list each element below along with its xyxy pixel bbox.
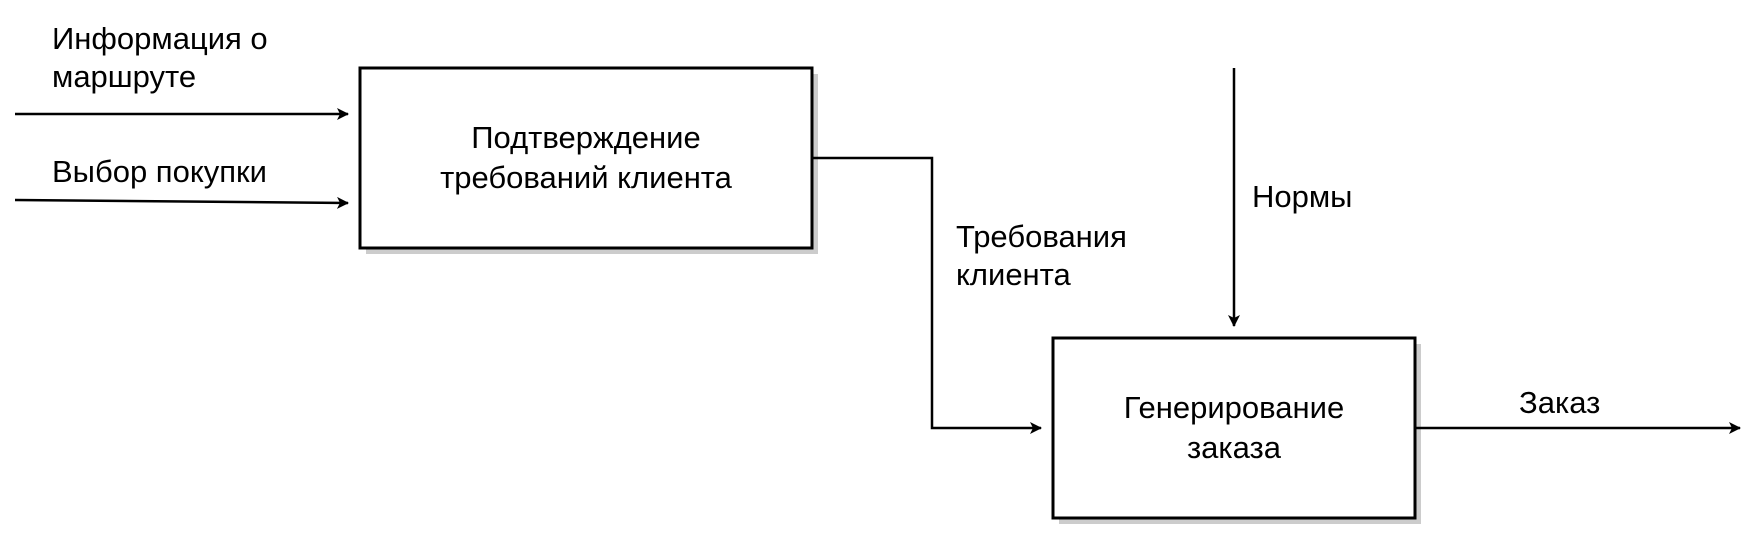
client-requirements-arrow [812, 156, 1042, 434]
route-info-label: Информация о маршруте [52, 21, 268, 94]
purchase-choice-label: Выбор покупки [52, 154, 267, 189]
order-label: Заказ [1519, 385, 1601, 420]
block-a1-title: Подтверждение требований клиента [440, 120, 732, 195]
block-a2-title: Генерирование заказа [1123, 390, 1345, 465]
client-requirements-label: Требования клиента [956, 219, 1127, 292]
norms-label: Нормы [1252, 179, 1353, 214]
input-purchase-choice-arrow [14, 196, 349, 209]
block-a1-box [358, 66, 814, 250]
